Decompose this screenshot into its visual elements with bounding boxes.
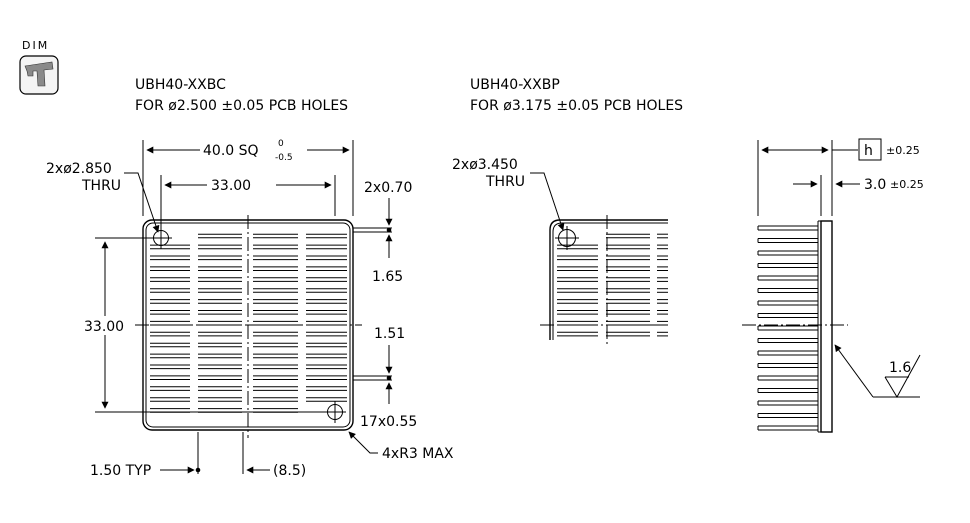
- surface-roughness-symbol: 1.6: [834, 344, 921, 399]
- left-model-label: UBH40-XXBC: [135, 77, 226, 93]
- side-view: [742, 220, 848, 433]
- left-top-view: [135, 215, 362, 438]
- base-thickness-label: 3.0: [864, 177, 886, 193]
- dim-width-label: 40.0 SQ: [203, 143, 259, 159]
- height-symbol-label: h: [864, 143, 873, 159]
- left-hole-type-label: THRU: [81, 178, 121, 194]
- roughness-label: 1.6: [889, 360, 911, 376]
- dim-edge-label: 1.50 TYP: [90, 463, 151, 479]
- left-fin-lines: [150, 233, 347, 413]
- tol-upper-label: 0: [278, 139, 284, 149]
- left-hole-count-label: 2xø2.850: [46, 161, 112, 177]
- side-fin-lines: [757, 225, 818, 431]
- left-note-label: FOR ø2.500 ±0.05 PCB HOLES: [135, 98, 348, 114]
- caliper-icon[interactable]: DIM: [19, 39, 59, 95]
- corner-radius-label: 4xR3 MAX: [382, 446, 454, 462]
- middle-fin-lines: [557, 233, 668, 337]
- dim-hole-spacing-y-label: 33.00: [84, 319, 124, 335]
- dim-pin-offset-label: 1.65: [372, 269, 403, 285]
- dim-hole-spacing-x-label: 33.00: [211, 178, 251, 194]
- middle-model-label: UBH40-XXBP: [470, 77, 560, 93]
- dim-pitch-label: (8.5): [273, 463, 306, 479]
- dim-gap-label: 1.51: [374, 326, 405, 342]
- base-tol-label: ±0.25: [890, 178, 924, 191]
- middle-note-label: FOR ø3.175 ±0.05 PCB HOLES: [470, 98, 683, 114]
- middle-hole-count-label: 2xø3.450: [452, 157, 518, 173]
- middle-partial-view: [540, 215, 668, 345]
- middle-hole-type-label: THRU: [485, 174, 525, 190]
- pin-width-label: 2x0.70: [364, 180, 412, 196]
- tol-lower-label: -0.5: [275, 153, 293, 163]
- height-tol-label: ±0.25: [886, 144, 920, 157]
- fin-count-label: 17x0.55: [360, 414, 417, 430]
- icon-label: DIM: [22, 39, 49, 52]
